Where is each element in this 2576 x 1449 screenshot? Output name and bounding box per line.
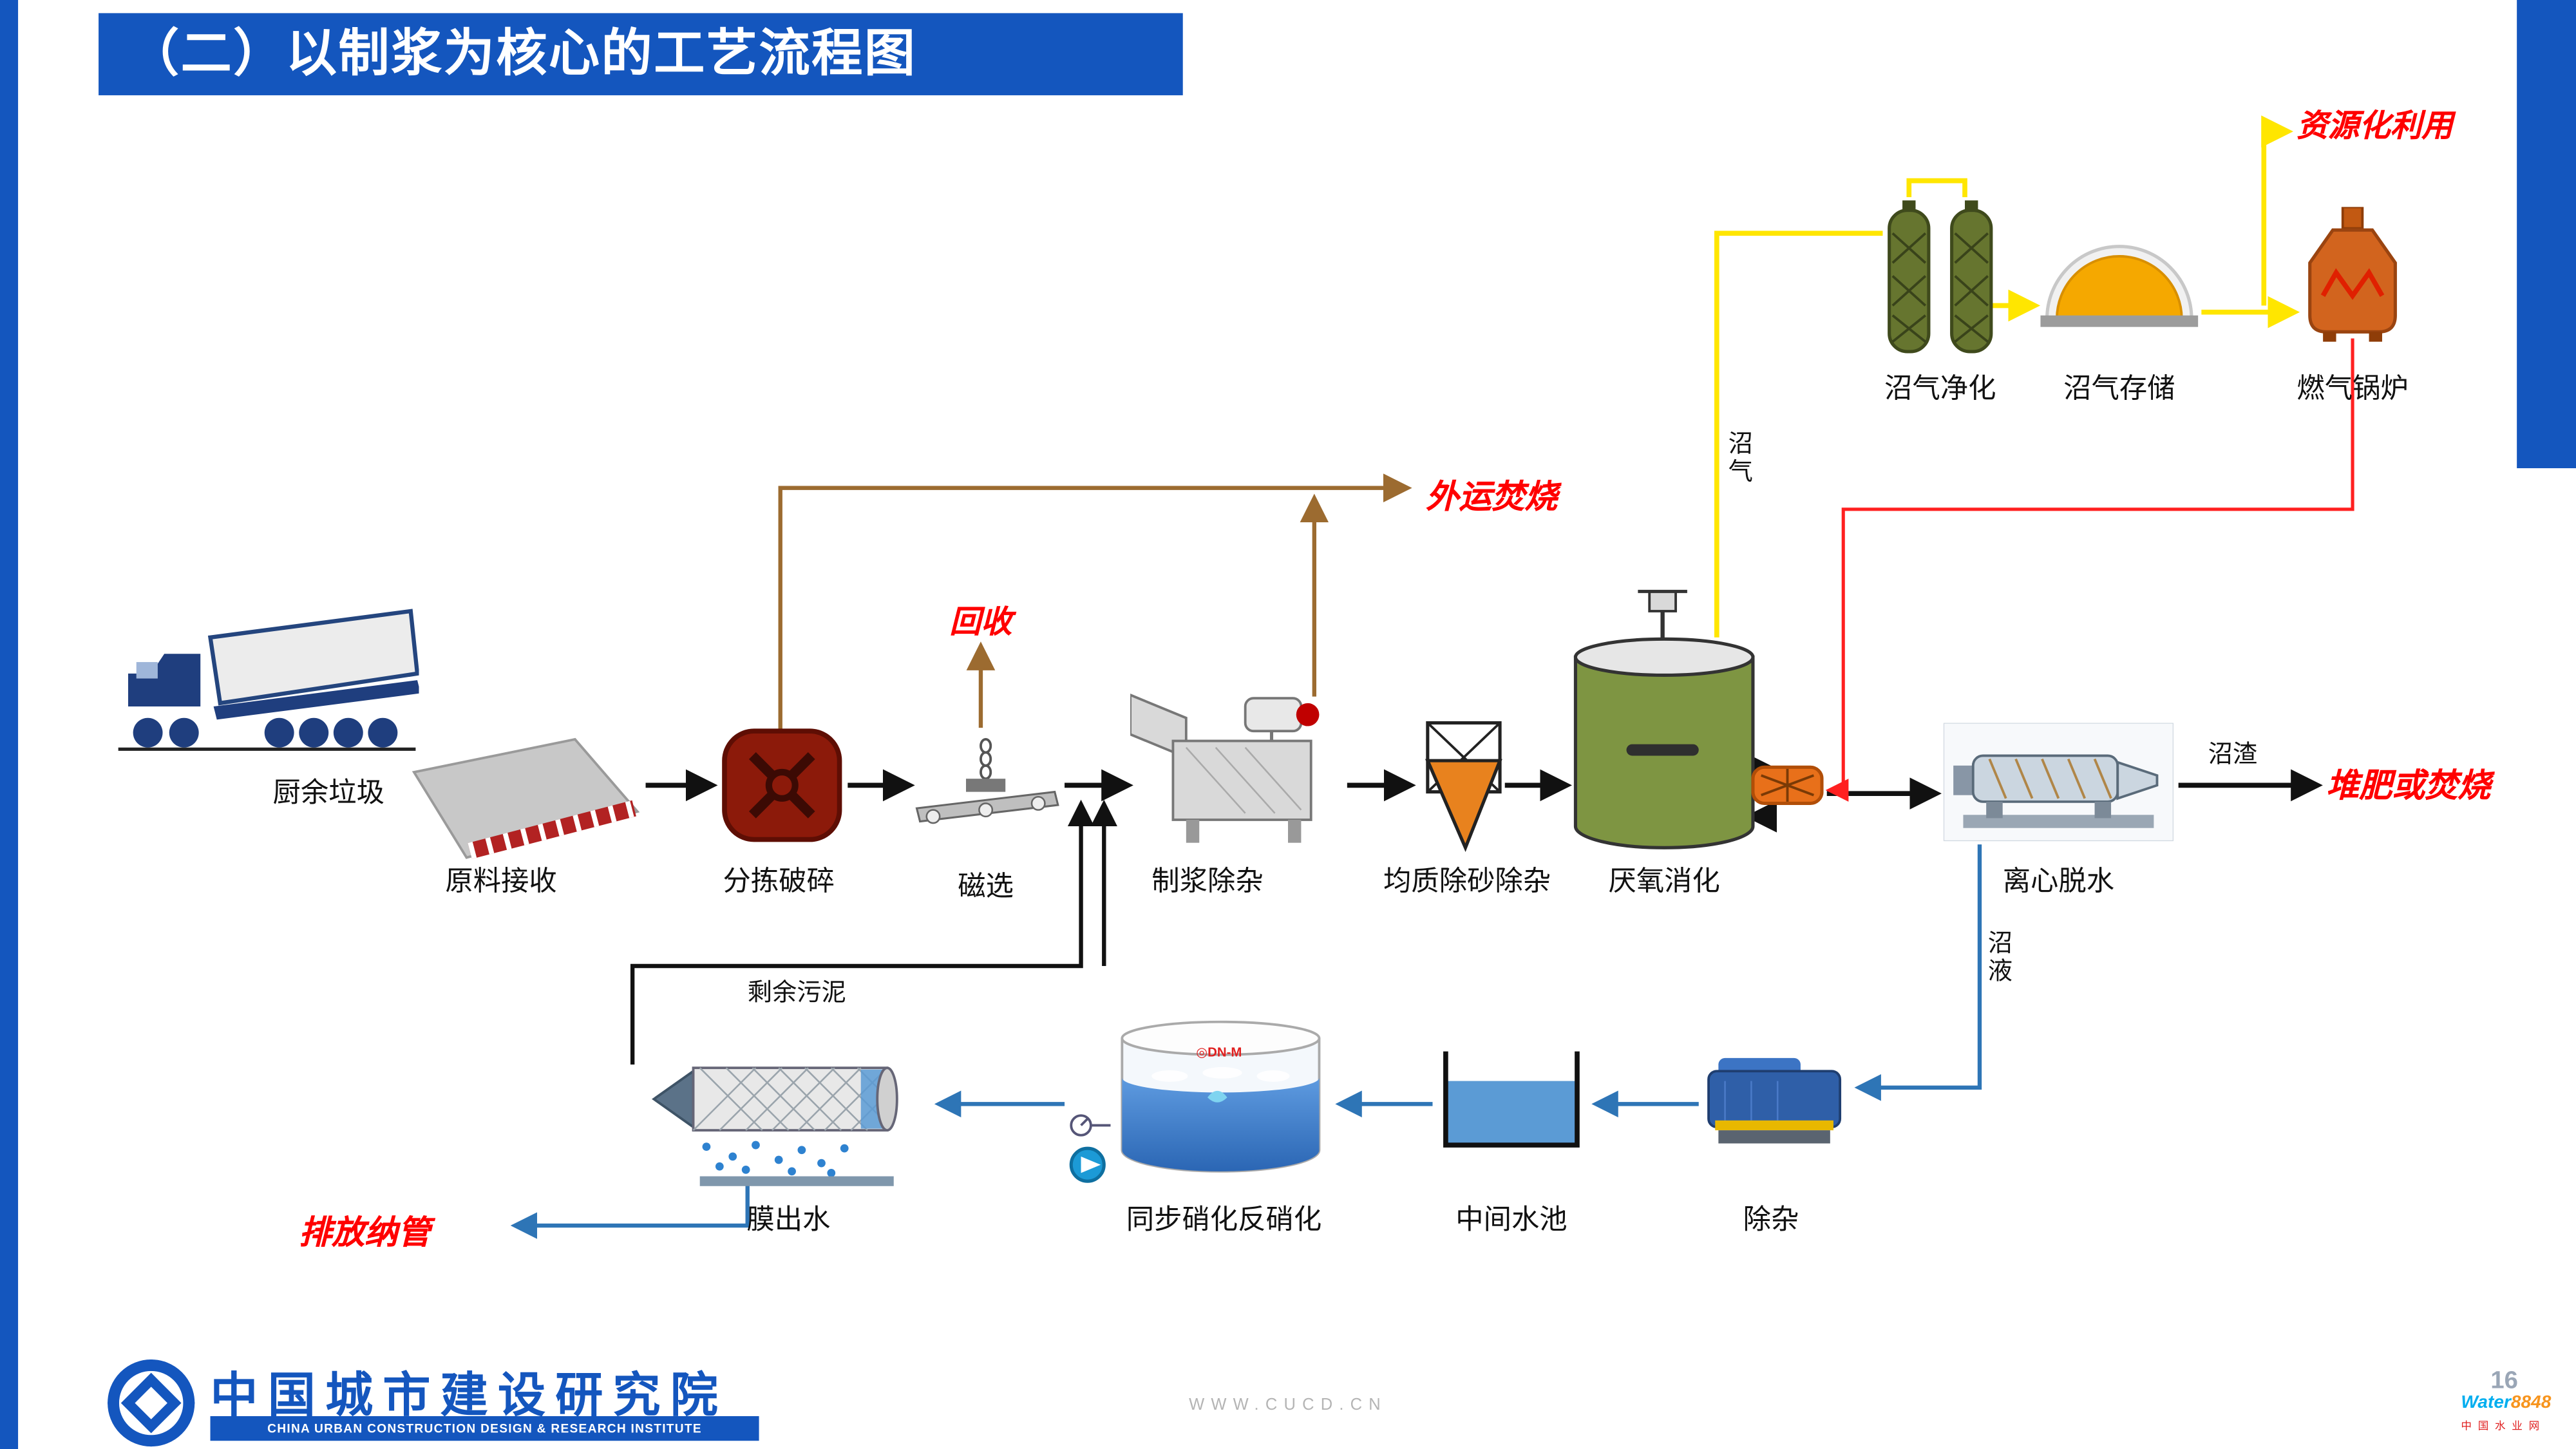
left-edge-bar <box>0 0 19 1449</box>
pump-icon <box>1069 1114 1111 1183</box>
label-slurry-stream: 沼 液 <box>1987 929 2013 987</box>
label-magnetic: 磁选 <box>958 871 1014 902</box>
watermark-word: Water <box>2461 1393 2511 1413</box>
label-gas-boiler: 燃气锅炉 <box>2297 373 2409 404</box>
digester-tank-icon <box>1573 589 1755 849</box>
magnetic-separator-icon <box>915 738 1059 824</box>
label-homogenizing: 均质除砂除杂 <box>1383 866 1551 897</box>
watermark: Water8848 <box>2461 1393 2551 1413</box>
label-residue-stream: 沼渣 <box>2208 741 2258 769</box>
biogas-purifier-icon <box>1888 200 1993 354</box>
annotation-discharge: 排放纳管 <box>299 1215 431 1252</box>
annotation-external-incineration: 外运焚烧 <box>1426 479 1558 516</box>
right-edge-bar <box>2517 0 2576 469</box>
label-biogas-storage: 沼气存储 <box>2063 373 2175 404</box>
annotation-resource-use: 资源化利用 <box>2297 109 2453 145</box>
label-centrifuge: 离心脱水 <box>2002 866 2115 897</box>
shredder-icon <box>722 728 842 842</box>
watermark-number: 8848 <box>2510 1393 2552 1413</box>
biogas-storage-icon <box>2040 245 2199 327</box>
label-kitchen-waste: 厨余垃圾 <box>272 777 384 809</box>
label-intermediate-tank: 中间水池 <box>1455 1204 1567 1236</box>
footer-url: WWW.CUCD.CN <box>1189 1396 1387 1415</box>
receiving-hopper-icon <box>412 737 640 859</box>
page-number: 16 <box>2490 1367 2518 1395</box>
annotation-recycle: 回收 <box>949 606 1012 641</box>
footer-org-name: 中国城市建设研究院 <box>210 1370 728 1423</box>
annotation-compost-or-incinerate: 堆肥或焚烧 <box>2326 768 2491 805</box>
label-excess-sludge: 剩余污泥 <box>747 979 846 1007</box>
cucd-logo-icon <box>108 1359 195 1447</box>
heat-exchanger-icon <box>1751 765 1824 805</box>
label-sorting-crushing: 分拣破碎 <box>723 866 835 897</box>
water-tank-icon <box>1443 1051 1580 1148</box>
screening-machine-icon <box>1707 1057 1842 1144</box>
nitrification-tank-icon <box>1121 1020 1321 1173</box>
hydrocyclone-icon <box>1425 721 1502 852</box>
tank-brand-logo: ◎DN-M <box>1196 1045 1242 1060</box>
label-biogas-purification: 沼气净化 <box>1884 373 1996 404</box>
label-membrane-effluent: 膜出水 <box>746 1204 831 1236</box>
page-title: （二）以制浆为核心的工艺流程图 <box>99 13 1183 95</box>
label-pulping: 制浆除杂 <box>1151 866 1264 897</box>
label-nitrification: 同步硝化反硝化 <box>1126 1204 1322 1236</box>
centrifuge-icon <box>1943 723 2174 842</box>
pulper-icon <box>1130 694 1320 843</box>
watermark-subtitle: 中 国 水 业 网 <box>2461 1421 2541 1433</box>
footer-org-name-en: CHINA URBAN CONSTRUCTION DESIGN & RESEAR… <box>210 1416 759 1441</box>
label-anaerobic: 厌氧消化 <box>1608 866 1720 897</box>
label-impurity-removal: 除杂 <box>1743 1204 1799 1236</box>
label-biogas-stream: 沼 气 <box>1728 430 1753 487</box>
label-receiving: 原料接收 <box>445 866 557 897</box>
membrane-module-icon <box>651 1066 898 1186</box>
truck-icon <box>118 609 419 751</box>
gas-boiler-icon <box>2308 207 2397 342</box>
